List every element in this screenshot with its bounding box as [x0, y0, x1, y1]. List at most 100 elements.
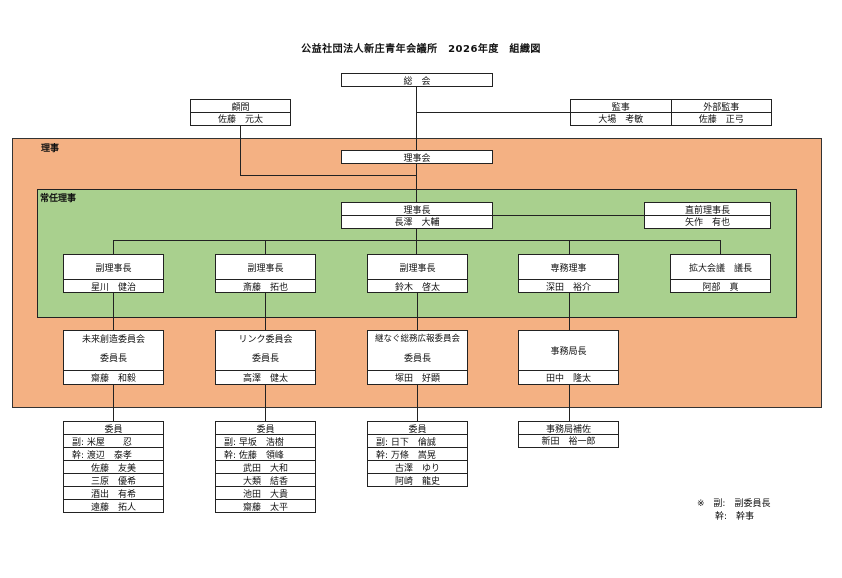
committee-name: 継なぐ総務広報委員会 [374, 334, 460, 344]
line-president-officers [416, 229, 417, 254]
line-officer-2 [265, 240, 266, 254]
auditor-name: 大場 考敏 [571, 112, 671, 125]
auditors-box[interactable]: 監事 大場 考敏 外部監事 佐藤 正弓 [570, 99, 772, 126]
committee-box[interactable]: 未来創造委員会 委員長 齋藤 和毅 [63, 330, 164, 385]
officer-role: 副理事長 [247, 263, 284, 274]
president-name: 長澤 大輔 [342, 215, 492, 228]
board-zone-label: 理事 [41, 144, 60, 154]
line-board-president [416, 163, 417, 203]
member-item: 遠藤 拓人 [64, 499, 163, 513]
line-officer-1 [113, 240, 114, 254]
secretariat-assistant-box[interactable]: 事務局補佐 新田 裕一郎 [518, 421, 619, 448]
general-assembly-label: 総 会 [403, 76, 431, 87]
member-item: 幹: 渡辺 泰孝 [64, 447, 163, 461]
committee-chair: 塚田 好顕 [368, 370, 467, 384]
member-item: 齋藤 太平 [216, 499, 315, 513]
auditor-external[interactable]: 外部監事 佐藤 正弓 [670, 100, 771, 125]
officer-role: 副理事長 [399, 263, 436, 274]
secretariat-name: 田中 隆太 [519, 370, 618, 384]
officer-name: 深田 裕介 [519, 279, 618, 293]
member-item: 副: 日下 倫誠 [368, 434, 467, 448]
line-assistant [569, 384, 570, 422]
external-auditor-name: 佐藤 正弓 [671, 112, 771, 125]
member-item: 古澤 ゆり [368, 460, 467, 474]
secretariat-role: 事務局長 [550, 347, 587, 357]
committee-chair: 高澤 健太 [216, 370, 315, 384]
officer-role: 拡大会議 議長 [688, 263, 752, 274]
officer-role: 専務理事 [550, 263, 587, 274]
member-item: 幹: 万條 嵩晃 [368, 447, 467, 461]
line-committee-1 [113, 292, 114, 330]
officer-name: 阿部 真 [671, 279, 770, 293]
legend-line: 副: 副委員長 [713, 499, 771, 509]
member-item: 佐藤 友美 [64, 460, 163, 474]
board-meeting-label: 理事会 [403, 153, 431, 164]
president-box[interactable]: 理事長 長澤 大輔 [341, 202, 493, 229]
members-header: 委員 [408, 424, 427, 435]
assistant-name: 新田 裕一郎 [519, 434, 618, 447]
external-auditor-role: 外部監事 [703, 102, 740, 113]
past-president-box[interactable]: 直前理事長 矢作 有也 [644, 202, 771, 229]
line-members-1 [113, 384, 114, 422]
line-committee-2 [265, 292, 266, 330]
legend: ※ 副: 副委員長 幹: 幹事 [697, 498, 770, 524]
line-committee-3 [417, 292, 418, 330]
auditor-role: 監事 [611, 102, 630, 113]
officer-box[interactable]: 専務理事 深田 裕介 [518, 254, 619, 293]
members-list: 委員 副: 早坂 浩樹 幹: 佐藤 領峰 武田 大和 大類 結香 池田 大貴 齋… [215, 421, 316, 513]
chart-title: 公益社団法人新庄青年会議所 2026年度 組織図 [301, 44, 541, 55]
legend-mark: ※ [697, 499, 705, 509]
past-president-name: 矢作 有也 [645, 215, 770, 228]
officer-box[interactable]: 副理事長 鈴木 啓太 [367, 254, 468, 293]
member-item: 池田 大貴 [216, 486, 315, 500]
committee-role: 委員長 [403, 354, 431, 364]
officer-box[interactable]: 拡大会議 議長 阿部 真 [670, 254, 771, 293]
line-officer-5 [720, 240, 721, 254]
member-item: 阿崎 龍史 [368, 473, 467, 487]
member-item: 副: 米屋 忍 [64, 434, 163, 448]
line-assembly-board [416, 86, 417, 150]
president-role: 理事長 [403, 205, 431, 216]
board-meeting-box[interactable]: 理事会 [341, 150, 493, 164]
officer-box[interactable]: 副理事長 星川 健治 [63, 254, 164, 293]
officer-name: 鈴木 啓太 [368, 279, 467, 293]
committee-name: リンク委員会 [238, 334, 293, 345]
advisor-name: 佐藤 元太 [191, 112, 290, 125]
officer-role: 副理事長 [95, 263, 132, 274]
committee-name: 未来創造委員会 [81, 334, 145, 345]
line-officer-4 [569, 240, 570, 254]
line-auditors [416, 112, 570, 113]
advisor-role: 顧問 [231, 102, 250, 113]
line-advisor-across [240, 175, 416, 176]
auditor-internal[interactable]: 監事 大場 考敏 [571, 100, 671, 125]
officer-name: 斎藤 拓也 [216, 279, 315, 293]
committee-box[interactable]: 継なぐ総務広報委員会 委員長 塚田 好顕 [367, 330, 468, 385]
executive-zone-label: 常任理事 [40, 194, 77, 204]
members-list: 委員 副: 日下 倫誠 幹: 万條 嵩晃 古澤 ゆり 阿崎 龍史 [367, 421, 468, 487]
legend-line: 幹: 幹事 [715, 512, 755, 522]
general-assembly-box[interactable]: 総 会 [341, 73, 493, 87]
line-president-past [492, 215, 644, 216]
member-item: 幹: 佐藤 領峰 [216, 447, 315, 461]
committee-role: 委員長 [99, 354, 127, 364]
members-header: 委員 [256, 424, 275, 435]
officer-name: 星川 健治 [64, 279, 163, 293]
members-list: 委員 副: 米屋 忍 幹: 渡辺 泰孝 佐藤 友美 三原 優希 酒出 有希 遠藤… [63, 421, 164, 513]
line-members-3 [417, 384, 418, 422]
assistant-role: 事務局補佐 [545, 424, 591, 435]
members-header: 委員 [104, 424, 123, 435]
member-item: 武田 大和 [216, 460, 315, 474]
member-item: 三原 優希 [64, 473, 163, 487]
secretariat-box[interactable]: 事務局長 田中 隆太 [518, 330, 619, 385]
member-item: 酒出 有希 [64, 486, 163, 500]
advisor-box[interactable]: 顧問 佐藤 元太 [190, 99, 291, 126]
line-officers-bar [113, 240, 720, 241]
officer-box[interactable]: 副理事長 斎藤 拓也 [215, 254, 316, 293]
member-item: 副: 早坂 浩樹 [216, 434, 315, 448]
member-item: 大類 結香 [216, 473, 315, 487]
line-advisor-down [240, 125, 241, 175]
committee-box[interactable]: リンク委員会 委員長 高澤 健太 [215, 330, 316, 385]
line-secretariat [569, 292, 570, 330]
past-president-role: 直前理事長 [684, 205, 730, 216]
line-members-2 [265, 384, 266, 422]
